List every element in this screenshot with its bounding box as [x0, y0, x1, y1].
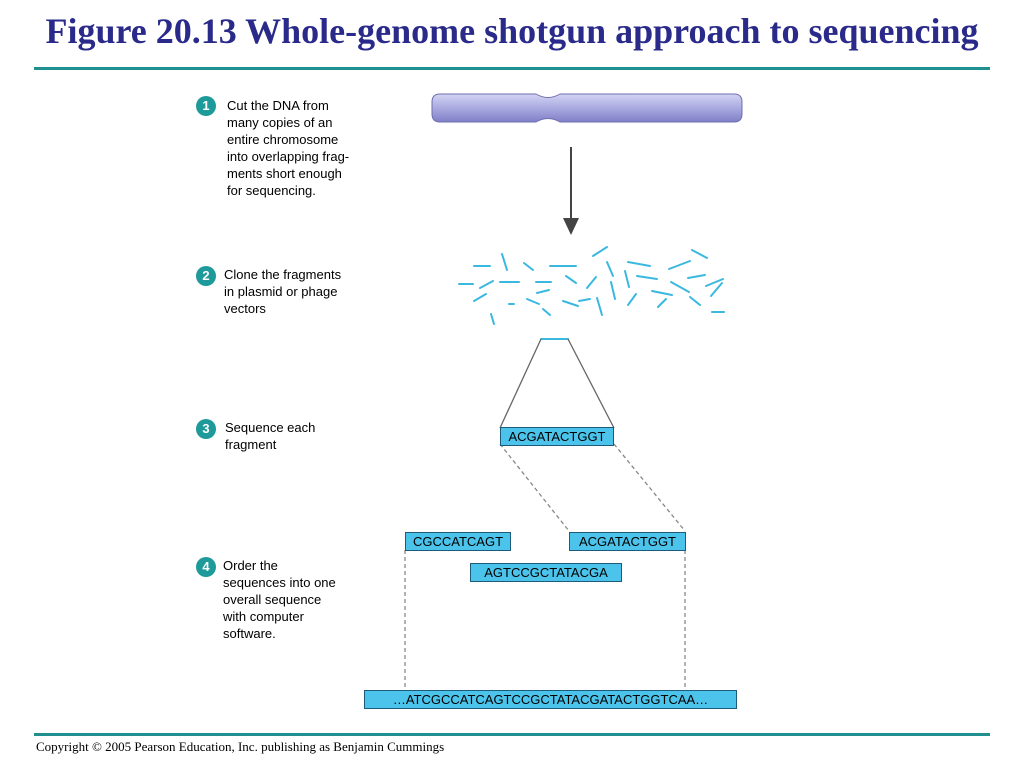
zoom-line-right — [567, 338, 615, 429]
step-2-text: Clone the fragments in plasmid or phage … — [224, 267, 342, 316]
step-4-badge: 4 — [196, 557, 216, 577]
chromosome — [431, 93, 743, 123]
copyright-footer: Copyright © 2005 Pearson Education, Inc.… — [36, 739, 445, 754]
dna-fragments — [458, 246, 725, 340]
sequence-middle-box: AGTCCGCTATACGA — [470, 563, 622, 582]
zoom-line-left — [499, 338, 542, 429]
step-1-badge: 1 — [196, 96, 216, 116]
page-title: Figure 20.13 Whole-genome shotgun approa… — [45, 11, 979, 51]
dashed-connectors — [404, 443, 686, 689]
title-divider — [34, 67, 990, 70]
step-2-badge: 2 — [196, 266, 216, 286]
arrowhead — [563, 218, 579, 235]
sequenced-fragment-box: ACGATACTGGT — [500, 427, 614, 446]
step-3-badge: 3 — [196, 419, 216, 439]
overall-sequence-box: …ATCGCCATCAGTCCGCTATACGATACTGGTCAA… — [364, 690, 737, 709]
footer-divider — [34, 733, 990, 736]
sequence-left-box: CGCCATCAGT — [405, 532, 511, 551]
step-4-text: Order the sequences into one overall seq… — [223, 558, 336, 641]
step-1-text: Cut the DNA from many copies of an entir… — [227, 98, 350, 198]
sequence-right-box: ACGATACTGGT — [569, 532, 686, 551]
step-3-text: Sequence each fragment — [225, 420, 316, 452]
